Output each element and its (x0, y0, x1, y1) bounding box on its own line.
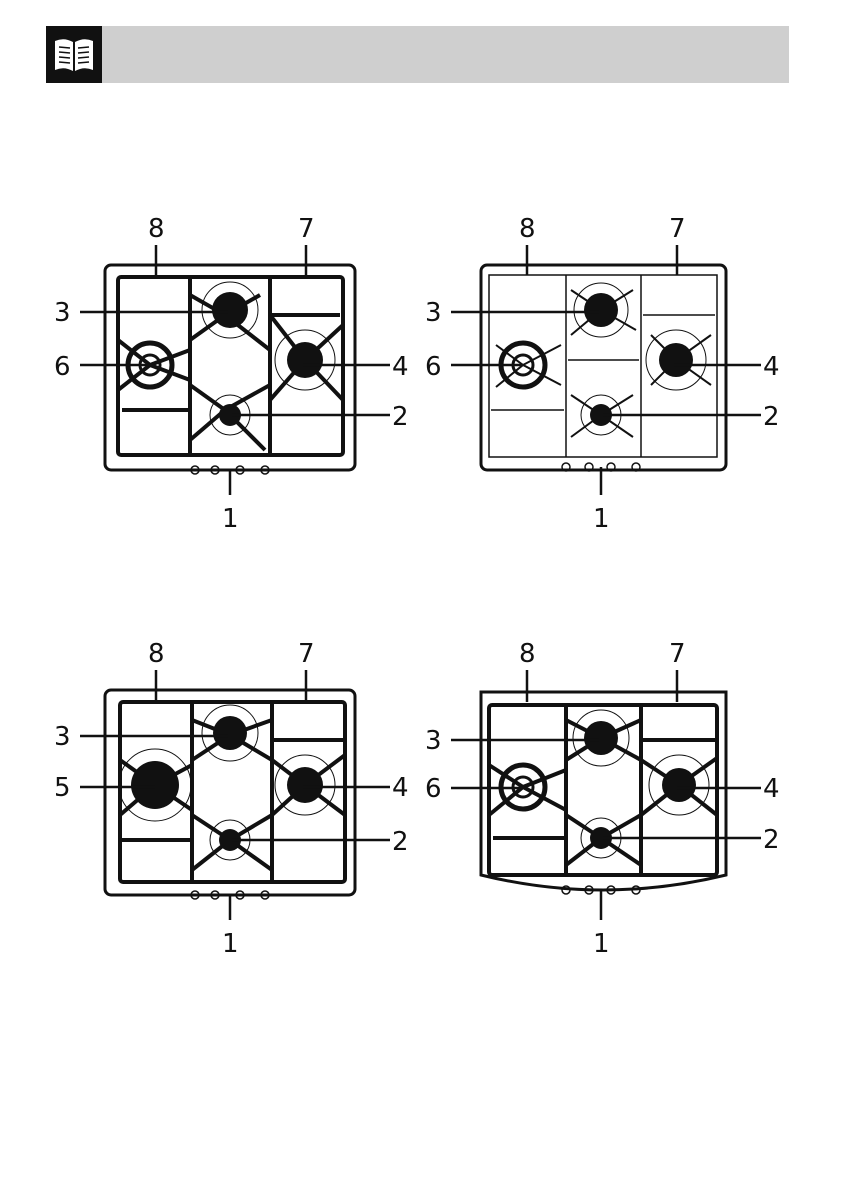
hob-diagram-2: 8 7 3 6 4 2 1 (411, 205, 781, 535)
callout-7: 7 (669, 639, 686, 669)
open-book-icon (46, 26, 102, 83)
callout-8: 8 (519, 214, 536, 244)
callout-7: 7 (298, 214, 315, 244)
callout-2: 2 (763, 402, 780, 432)
callout-1: 1 (593, 929, 610, 959)
callout-6: 6 (425, 352, 442, 382)
callout-1: 1 (593, 504, 610, 534)
hob-diagram-4: 8 7 3 6 4 2 1 (411, 630, 781, 960)
callout-3: 3 (54, 298, 71, 328)
callout-1: 1 (222, 929, 239, 959)
callout-2: 2 (763, 825, 780, 855)
callout-5: 5 (54, 773, 71, 803)
callout-4: 4 (392, 352, 409, 382)
callout-7: 7 (669, 214, 686, 244)
callout-4: 4 (763, 352, 780, 382)
hob-diagram-1: 8 7 3 6 4 2 1 (40, 205, 410, 535)
callout-8: 8 (519, 639, 536, 669)
callout-4: 4 (763, 774, 780, 804)
callout-4: 4 (392, 773, 409, 803)
section-header-bar (46, 26, 789, 83)
callout-3: 3 (425, 726, 442, 756)
callout-7: 7 (298, 639, 315, 669)
callout-8: 8 (148, 214, 165, 244)
callout-2: 2 (392, 827, 409, 857)
callout-8: 8 (148, 639, 165, 669)
callout-6: 6 (425, 774, 442, 804)
callout-3: 3 (425, 298, 442, 328)
callout-2: 2 (392, 402, 409, 432)
callout-6: 6 (54, 352, 71, 382)
callout-3: 3 (54, 722, 71, 752)
hob-diagram-3: 8 7 3 5 4 2 1 (40, 630, 410, 960)
callout-1: 1 (222, 504, 239, 534)
